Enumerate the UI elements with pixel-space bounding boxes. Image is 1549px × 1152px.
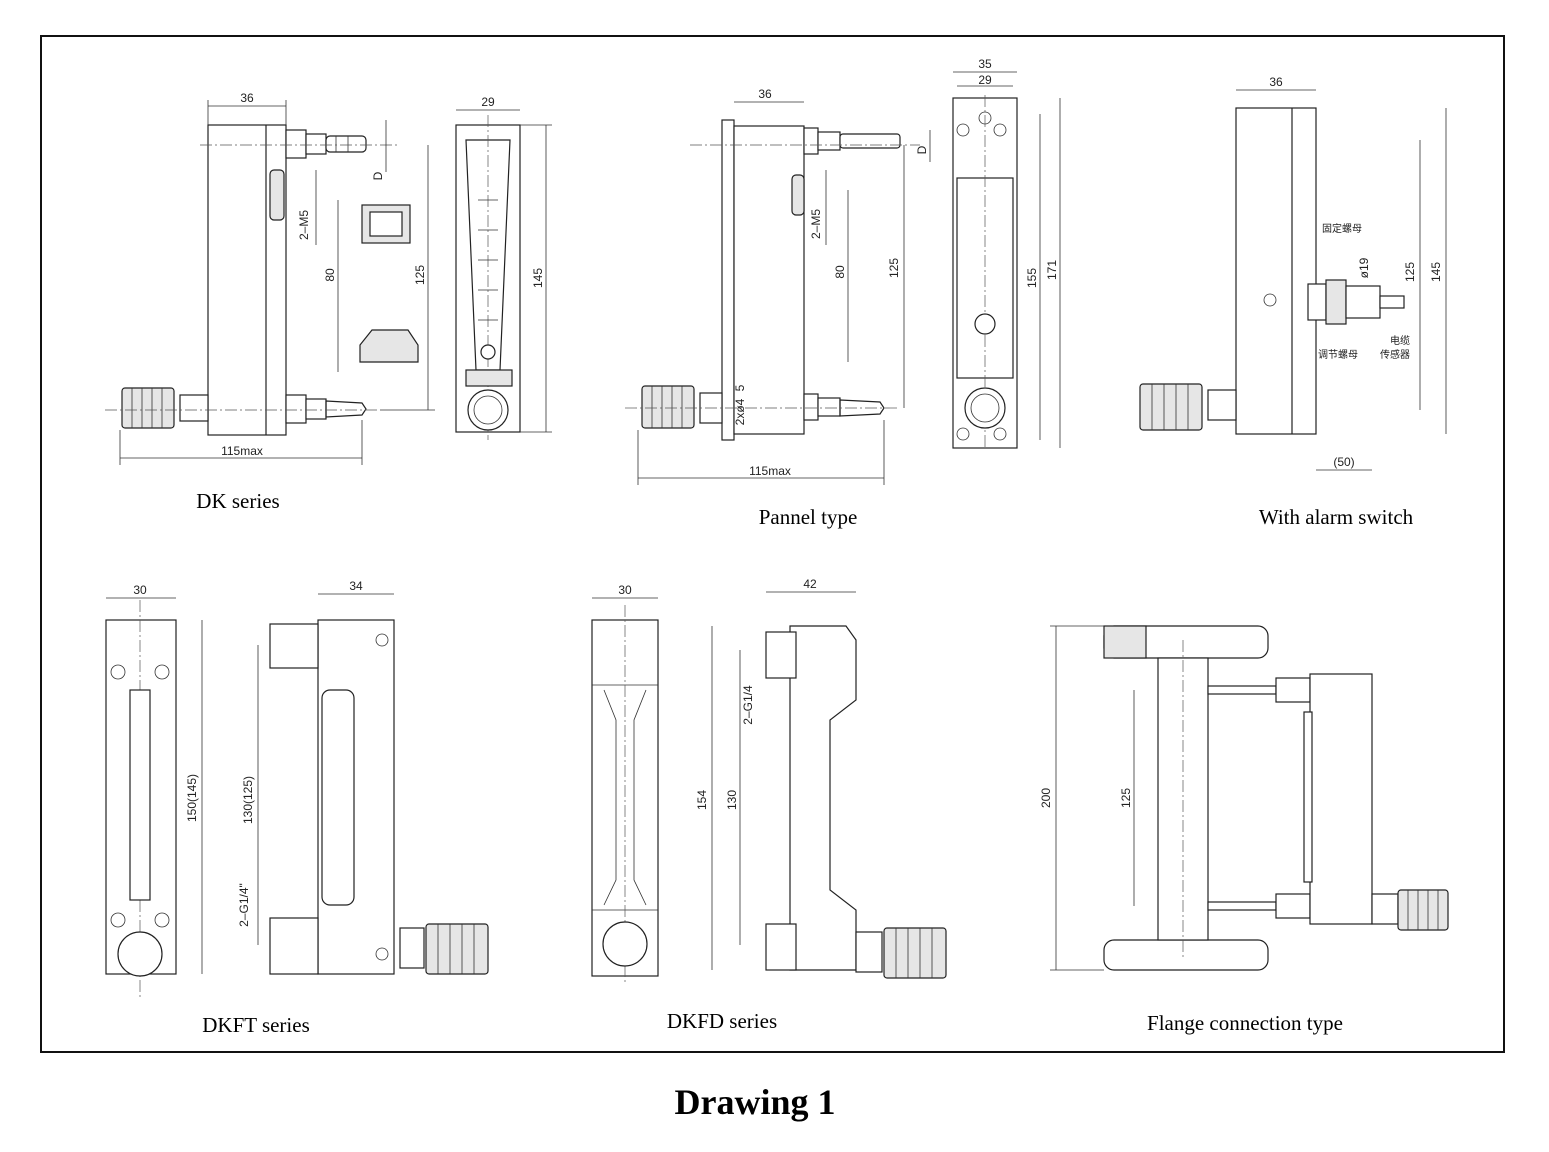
caption-dkfd-series: DKFD series xyxy=(667,1009,777,1033)
alarm-switch-drawing: 36 125 145 (50) ø19 固定螺母 调节螺母 电缆 传感器 xyxy=(1139,75,1447,471)
fl-125-label: 125 xyxy=(1119,788,1133,808)
fd-130-label: 130 xyxy=(725,790,739,810)
dk-125-label: 125 xyxy=(413,265,427,285)
al-width-label: 36 xyxy=(1269,75,1283,89)
pn-155-label: 155 xyxy=(1025,268,1039,288)
dk-d-label: D xyxy=(371,171,385,180)
al-50-label: (50) xyxy=(1333,455,1354,469)
ft-34-label: 34 xyxy=(349,579,363,593)
fd-30-label: 30 xyxy=(618,583,632,597)
caption-pannel-type: Pannel type xyxy=(759,505,858,529)
pn-80-label: 80 xyxy=(833,265,847,279)
al-19-label: ø19 xyxy=(1357,257,1371,278)
dkfd-series-drawing: 30 42 154 130 2–G1/4 xyxy=(591,577,947,985)
caption-dk-series: DK series xyxy=(196,489,279,513)
figure-title: Drawing 1 xyxy=(675,1082,836,1122)
dk-front-width-label: 29 xyxy=(481,95,495,109)
al-adjust-nut-label: 调节螺母 xyxy=(1318,349,1358,361)
caption-alarm-switch: With alarm switch xyxy=(1259,505,1414,529)
pn-front-35-label: 35 xyxy=(978,57,992,71)
dk-80-label: 80 xyxy=(323,268,337,282)
ft-150-label: 150(145) xyxy=(185,774,199,822)
ft-30-label: 30 xyxy=(133,583,147,597)
fd-42-label: 42 xyxy=(803,577,817,591)
al-cable-label: 电缆 xyxy=(1390,334,1410,347)
pn-d-label: D xyxy=(915,145,929,154)
dk-length-label: 115max xyxy=(221,444,263,458)
flange-connection-drawing: 200 125 xyxy=(1039,625,1449,971)
caption-dkft-series: DKFT series xyxy=(202,1013,310,1037)
fd-g-label: 2–G1/4 xyxy=(741,685,755,725)
pn-front-29-label: 29 xyxy=(978,73,992,87)
dk-series-drawing: 36 115max 125 80 2–M5 D 29 145 xyxy=(105,91,552,465)
al-125-label: 125 xyxy=(1403,262,1417,282)
drawing-frame xyxy=(40,35,1505,1053)
pn-171-label: 171 xyxy=(1045,260,1059,280)
al-145-label: 145 xyxy=(1429,262,1443,282)
al-fixed-nut-label: 固定螺母 xyxy=(1322,222,1362,235)
pn-hole-label: 2xø4 xyxy=(733,398,747,425)
dk-m5-label: 2–M5 xyxy=(297,210,311,240)
caption-flange-connection: Flange connection type xyxy=(1147,1011,1343,1035)
pn-5-label: 5 xyxy=(733,384,747,391)
dk-145-label: 145 xyxy=(531,268,545,288)
pn-length-label: 115max xyxy=(749,464,791,478)
al-sensor-label: 传感器 xyxy=(1380,348,1410,361)
dkft-series-drawing: 30 150(145) 34 130(125) 2–G1/4" xyxy=(105,579,489,998)
fl-200-label: 200 xyxy=(1039,788,1053,808)
ft-130-label: 130(125) xyxy=(241,776,255,824)
ft-g-label: 2–G1/4" xyxy=(237,883,251,927)
pannel-type-drawing: 36 115max 125 80 2–M5 D 5 2xø4 35 29 155… xyxy=(625,57,1061,485)
pn-125-label: 125 xyxy=(887,258,901,278)
dk-width-label: 36 xyxy=(240,91,254,105)
pn-m5-label: 2–M5 xyxy=(809,209,823,239)
fd-154-label: 154 xyxy=(695,790,709,810)
pn-width-label: 36 xyxy=(758,87,772,101)
